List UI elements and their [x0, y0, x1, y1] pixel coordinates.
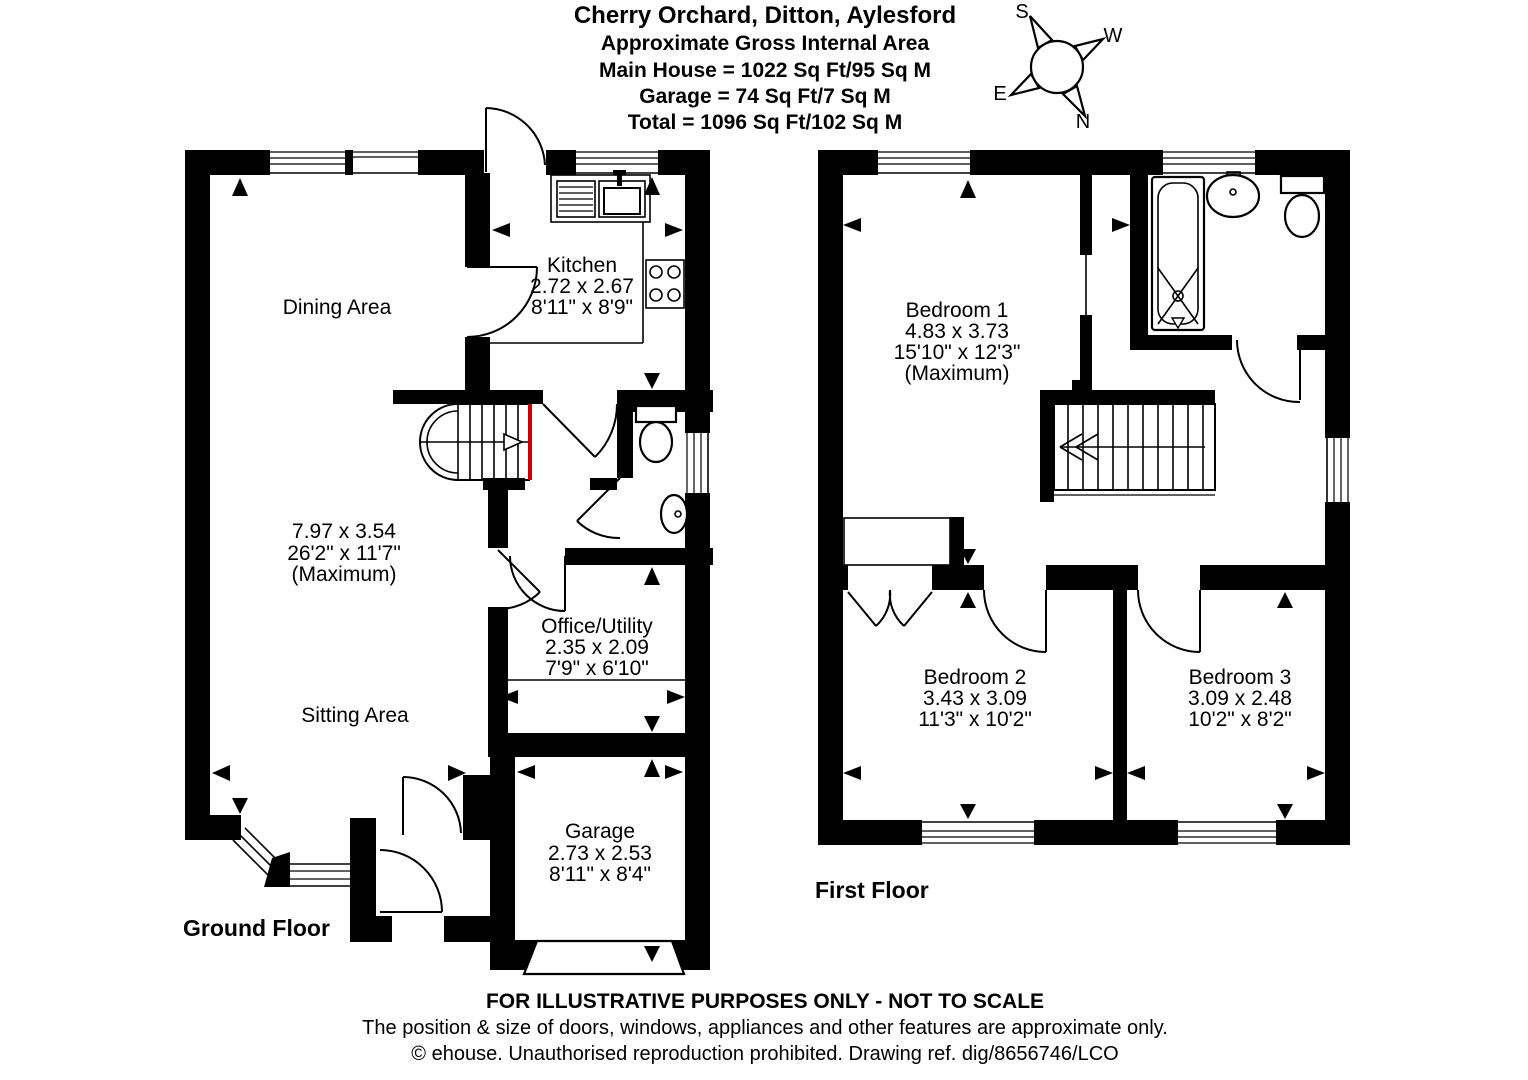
- first-floor-windows: [878, 150, 1350, 845]
- door-arc: [509, 555, 566, 612]
- office-utility-label: Office/Utility 2.35 x 2.09 7'9" x 6'10": [541, 615, 653, 680]
- bay-window: [232, 827, 352, 887]
- built-in-cupboard: [843, 517, 951, 566]
- svg-text:3.43 x 3.09: 3.43 x 3.09: [923, 687, 1027, 710]
- window: [922, 820, 1034, 845]
- door-arc: [542, 403, 619, 458]
- wash-basin-icon: [659, 493, 689, 535]
- compass-circle: [1029, 39, 1085, 95]
- kitchen-label: Kitchen 2.72 x 2.67 8'11" x 8'9": [530, 254, 634, 319]
- garage-door-arrow: [644, 946, 660, 962]
- dining-area-label: Dining Area: [283, 296, 392, 319]
- hob-icon: [645, 259, 685, 309]
- svg-text:4.83 x 3.73: 4.83 x 3.73: [905, 320, 1009, 343]
- ground-floor-title: Ground Floor: [183, 915, 330, 941]
- bath-icon: [1150, 175, 1206, 332]
- window: [1325, 438, 1350, 502]
- compass-rose-icon: S W E N: [993, 1, 1122, 133]
- svg-text:10'2" x 8'2": 10'2" x 8'2": [1188, 708, 1292, 731]
- svg-text:2.72 x 2.67: 2.72 x 2.67: [530, 275, 634, 298]
- door-arc: [402, 776, 462, 835]
- window: [878, 150, 970, 175]
- main-house-area: Main House = 1022 Sq Ft/95 Sq M: [599, 59, 931, 82]
- stairs-direction-arrow: [503, 432, 524, 452]
- compass-label-w: W: [1104, 25, 1123, 47]
- entrance-opening: [392, 916, 444, 942]
- wash-basin-icon: [1205, 171, 1261, 219]
- property-title: Cherry Orchard, Ditton, Aylesford: [574, 2, 956, 29]
- ground-floor-walls: [185, 150, 713, 970]
- svg-text:Bedroom 2: Bedroom 2: [924, 666, 1027, 689]
- door-arc: [379, 849, 443, 913]
- toilet-icon: [634, 404, 678, 464]
- window: [1163, 150, 1255, 175]
- compass-label-e: E: [993, 83, 1006, 105]
- door-arc: [497, 549, 541, 611]
- svg-text:2.73 x 2.53: 2.73 x 2.53: [548, 842, 652, 865]
- ground-floor-windows: [232, 150, 710, 942]
- compass-label-n: N: [1076, 111, 1090, 133]
- svg-text:Bedroom 3: Bedroom 3: [1189, 666, 1292, 689]
- door-arc: [576, 477, 621, 540]
- kitchen-counter-edge: [490, 222, 644, 344]
- svg-text:Bedroom 1: Bedroom 1: [906, 299, 1009, 322]
- first-floor-dimension-arrows: [843, 180, 1325, 819]
- door-arc: [1137, 589, 1201, 653]
- footer-disclaimer: FOR ILLUSTRATIVE PURPOSES ONLY - NOT TO …: [362, 990, 1168, 1065]
- first-floor-plan: Bedroom 1 4.83 x 3.73 15'10" x 12'3" (Ma…: [815, 150, 1350, 903]
- window: [1178, 820, 1276, 845]
- stairs-direction-chevrons: [1059, 433, 1099, 461]
- garage-door: [522, 939, 686, 976]
- first-floor-title: First Floor: [815, 877, 929, 903]
- svg-text:(Maximum): (Maximum): [292, 563, 397, 586]
- svg-text:7.97 x 3.54: 7.97 x 3.54: [292, 520, 396, 543]
- staircase-up: [419, 403, 532, 481]
- window: [685, 433, 710, 493]
- door-arc: [1236, 339, 1301, 404]
- svg-text:Office/Utility: Office/Utility: [541, 615, 653, 638]
- total-area: Total = 1096 Sq Ft/102 Sq M: [628, 111, 902, 134]
- garage-area: Garage = 74 Sq Ft/7 Sq M: [639, 85, 891, 108]
- compass-label-s: S: [1015, 1, 1028, 23]
- svg-text:(Maximum): (Maximum): [905, 362, 1010, 385]
- door-arc: [485, 107, 546, 172]
- svg-text:Garage: Garage: [565, 820, 635, 843]
- bedroom2-label: Bedroom 2 3.43 x 3.09 11'3" x 10'2": [918, 666, 1032, 731]
- door-arc: [466, 266, 538, 338]
- svg-text:2.35 x 2.09: 2.35 x 2.09: [545, 636, 649, 659]
- svg-text:7'9" x 6'10": 7'9" x 6'10": [545, 657, 649, 680]
- ground-floor-dimension-arrows: [212, 177, 685, 814]
- disclaimer-line1: FOR ILLUSTRATIVE PURPOSES ONLY - NOT TO …: [486, 990, 1044, 1013]
- window: [270, 150, 345, 175]
- copyright-line: © ehouse. Unauthorised reproduction proh…: [411, 1043, 1118, 1065]
- svg-text:8'11" x 8'4": 8'11" x 8'4": [549, 863, 651, 886]
- door-arc: [983, 589, 1047, 653]
- title-block: Cherry Orchard, Ditton, Aylesford Approx…: [574, 2, 956, 134]
- bedroom3-label: Bedroom 3 3.09 x 2.48 10'2" x 8'2": [1188, 666, 1292, 731]
- wardrobe-double-doors: [847, 589, 933, 627]
- bedroom1-label: Bedroom 1 4.83 x 3.73 15'10" x 12'3" (Ma…: [894, 299, 1021, 385]
- kitchen-sink-unit: [550, 170, 651, 223]
- first-floor-walls: [818, 150, 1350, 845]
- area-subtitle: Approximate Gross Internal Area: [601, 32, 930, 55]
- svg-text:Kitchen: Kitchen: [547, 254, 617, 277]
- ground-floor-plan: Dining Area Kitchen 2.72 x 2.67 8'11" x …: [183, 107, 713, 976]
- toilet-icon: [1279, 174, 1326, 239]
- svg-text:3.09 x 2.48: 3.09 x 2.48: [1188, 687, 1292, 710]
- first-floor-doors: [847, 339, 1301, 653]
- reception-dimensions-label: 7.97 x 3.54 26'2" x 11'7" (Maximum): [287, 520, 401, 586]
- svg-text:8'11" x 8'9": 8'11" x 8'9": [531, 296, 633, 319]
- svg-text:15'10" x 12'3": 15'10" x 12'3": [894, 341, 1021, 364]
- staircase-down: [1053, 403, 1216, 496]
- window: [353, 150, 418, 175]
- svg-text:26'2" x 11'7": 26'2" x 11'7": [287, 542, 401, 565]
- ground-floor-doors: [379, 107, 621, 913]
- svg-text:11'3" x 10'2": 11'3" x 10'2": [918, 708, 1032, 731]
- garage-label: Garage 2.73 x 2.53 8'11" x 8'4": [548, 820, 652, 886]
- disclaimer-line2: The position & size of doors, windows, a…: [362, 1017, 1168, 1039]
- sitting-area-label: Sitting Area: [301, 704, 409, 727]
